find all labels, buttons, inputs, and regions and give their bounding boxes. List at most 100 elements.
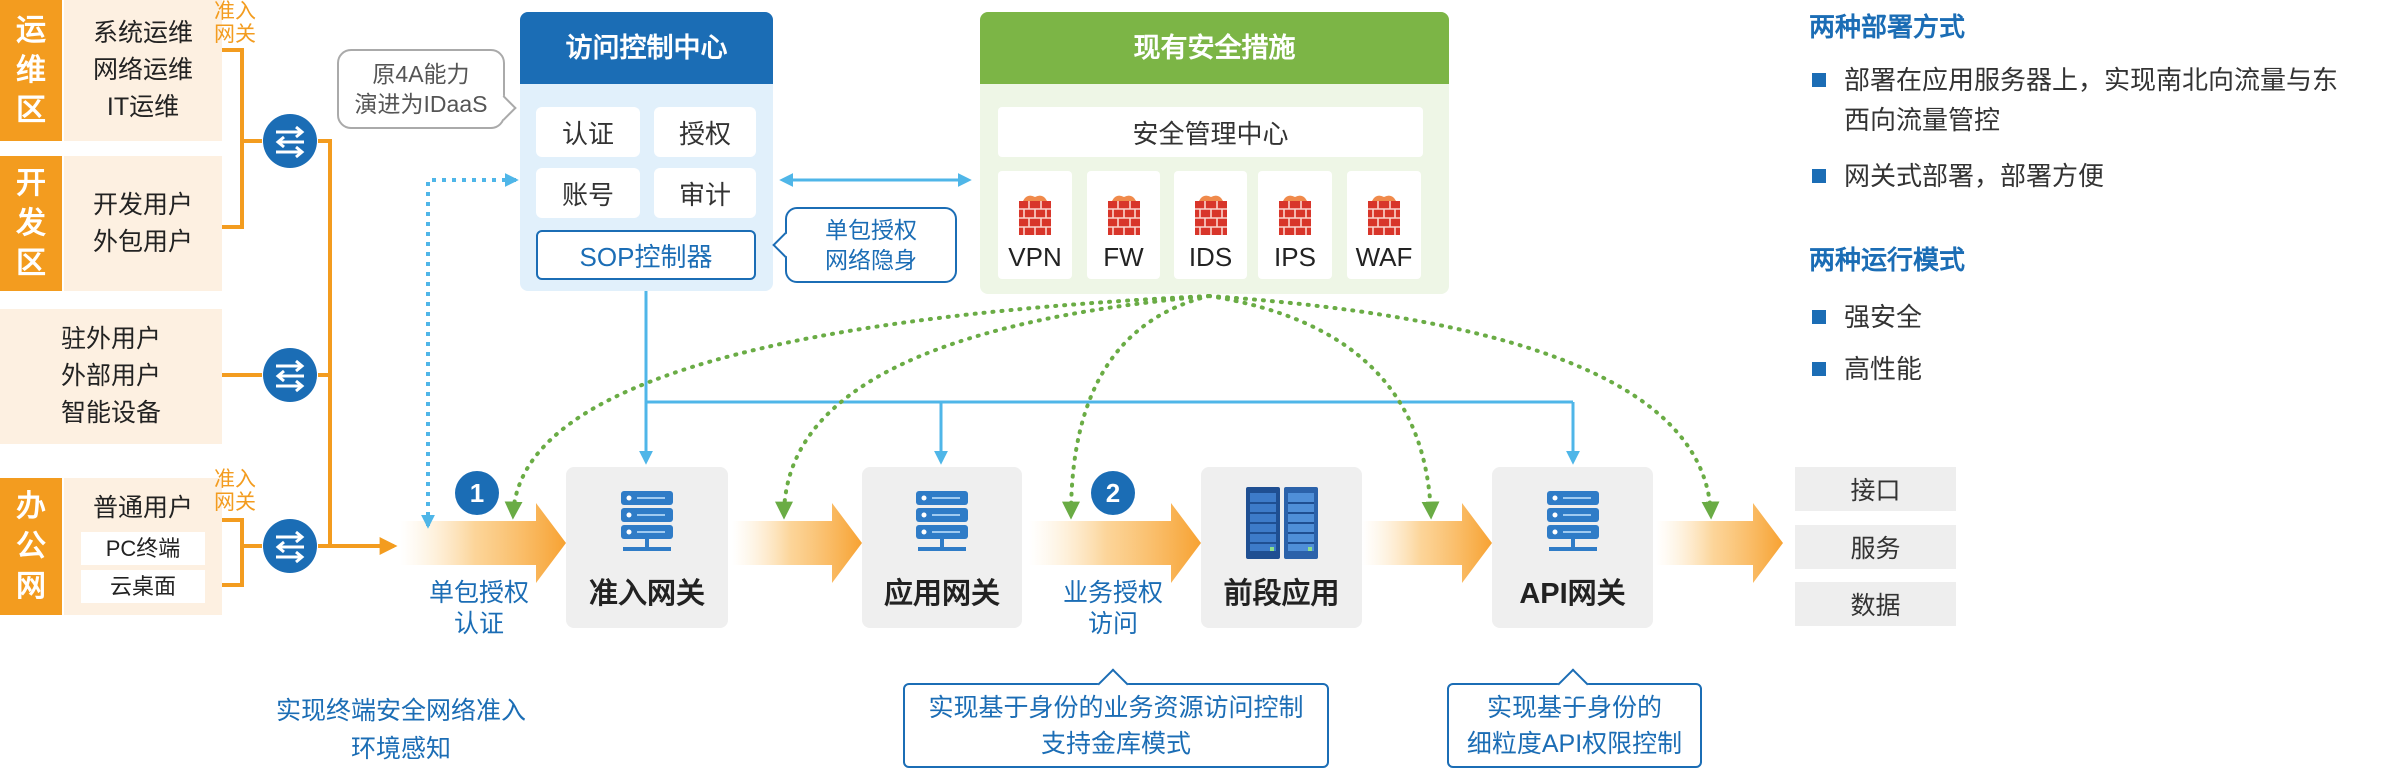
zone-panel-office: 普通用户 PC终端 云桌面 [64, 478, 222, 615]
mode-item: 强安全 [1812, 297, 1922, 337]
output-data: 数据 [1795, 582, 1956, 626]
gateway-label: API网关 [1519, 578, 1626, 610]
deploy-item: 网关式部署，部署方便 [1812, 156, 2104, 196]
deploy-title: 两种部署方式 [1809, 12, 1966, 42]
zone-item: 驻外用户 [60, 325, 161, 353]
device-label: IDS [1188, 242, 1233, 272]
audit-button: 审计 [654, 168, 756, 218]
zone-item: 外部用户 [60, 362, 161, 390]
firewall-icon [1194, 195, 1227, 235]
step-label-line: 认证 [453, 610, 504, 638]
idaas-note-bubble: 原4A能力 演进为IDaaS [337, 49, 505, 129]
idaas-note-line: 原4A能力 [372, 61, 470, 87]
output-interface: 接口 [1795, 467, 1956, 511]
auth-button: 认证 [536, 107, 640, 157]
deploy-item-text: 部署在应用服务器上，实现南北向流量与东西向流量管控 [1844, 65, 2339, 135]
switch-icon [263, 519, 317, 573]
output-service: 服务 [1795, 525, 1956, 569]
server-icon [621, 491, 673, 551]
security-link-5 [1207, 294, 1720, 520]
gateway-label: 准入网关 [588, 578, 705, 610]
security-title: 现有安全措施 [980, 12, 1449, 84]
bracket-ops-dev [222, 48, 262, 229]
zone-panel-ops: 系统运维 网络运维 IT运维 [64, 0, 222, 141]
device-label: VPN [1008, 242, 1062, 272]
account-button: 账号 [536, 168, 640, 218]
mode-item-text: 高性能 [1844, 354, 1923, 384]
flow-arrow-2 [732, 503, 862, 583]
security-link-4 [1207, 294, 1440, 520]
modes-title: 两种运行模式 [1809, 245, 1966, 275]
deploy-item: 部署在应用服务器上，实现南北向流量与东西向流量管控 [1812, 60, 2344, 140]
flow-arrow-5 [1656, 503, 1783, 583]
device-waf: WAF [1347, 171, 1421, 279]
firewall-icon [1279, 195, 1311, 235]
device-fw: FW [1087, 171, 1160, 279]
gateway-tag-top: 准入网关 [214, 0, 256, 46]
zone-item: 网络运维 [92, 56, 193, 84]
terminal-access-note: 实现终端安全网络准入 环境感知 [266, 692, 536, 768]
step-badge-1: 1 [455, 471, 499, 515]
flow-arrow-1 [400, 503, 566, 583]
zone-item: 系统运维 [92, 19, 193, 47]
sop-note-line: 网络隐身 [825, 247, 917, 273]
flow-arrow-3 [1029, 503, 1201, 583]
switch-icon [263, 348, 317, 402]
gateway-api: API网关 [1492, 467, 1653, 628]
mode-item: 高性能 [1812, 349, 1922, 389]
trunk-line [318, 139, 332, 546]
device-label: WAF [1355, 242, 1413, 272]
callout-line: 细粒度API权限控制 [1466, 729, 1683, 758]
firewall-icon [1107, 195, 1140, 235]
bracket-office [222, 518, 262, 587]
zone-item: IT运维 [106, 93, 180, 121]
device-vpn: VPN [998, 171, 1072, 279]
gateway-tag-bottom: 准入网关 [214, 468, 256, 514]
zone-item: 外包用户 [92, 227, 193, 256]
business-access-callout: 实现基于身份的业务资源访问控制 支持金库模式 [903, 683, 1329, 768]
idaas-note-line: 演进为IDaaS [354, 91, 488, 117]
square-bullet-icon [1812, 169, 1826, 183]
terminal-box-pc: PC终端 [81, 532, 205, 565]
gateway-application: 应用网关 [862, 467, 1022, 628]
square-bullet-icon [1812, 310, 1826, 324]
security-link-3 [1062, 294, 1211, 520]
step-label-line: 业务授权 [1062, 579, 1163, 607]
gateway-label: 应用网关 [883, 578, 1000, 610]
access-control-title: 访问控制中心 [520, 12, 773, 84]
device-ids: IDS [1174, 171, 1247, 279]
step-label-1: 单包授权 认证 [419, 578, 539, 640]
zone-label-office: 办公网 [0, 478, 62, 615]
flow-arrow-4 [1362, 503, 1492, 583]
mode-item-text: 强安全 [1844, 302, 1923, 332]
step-label-line: 单包授权 [428, 579, 529, 607]
server-icon [916, 491, 968, 551]
zone-item: 智能设备 [60, 399, 161, 427]
terminal-box-cloud-desktop: 云桌面 [81, 570, 205, 603]
step-label-2: 业务授权 访问 [1053, 578, 1173, 640]
note-line: 环境感知 [350, 735, 451, 763]
authorization-button: 授权 [654, 107, 756, 157]
callout-line: 支持金库模式 [1040, 729, 1191, 758]
server-rack-icon [1245, 487, 1318, 559]
zone-panel-dev: 开发用户 外包用户 [64, 156, 222, 291]
firewall-icon [1019, 195, 1051, 235]
zone-item: 普通用户 [92, 494, 193, 522]
security-link-1 [504, 294, 1211, 520]
zone-label-dev: 开发区 [0, 156, 62, 291]
step-label-line: 访问 [1087, 610, 1138, 638]
square-bullet-icon [1812, 73, 1826, 87]
security-management-center: 安全管理中心 [998, 107, 1423, 157]
gateway-access: 准入网关 [566, 467, 728, 628]
zone-item: 开发用户 [92, 190, 193, 219]
zone-panel-external: 驻外用户 外部用户 智能设备 [0, 309, 222, 444]
square-bullet-icon [1812, 362, 1826, 376]
security-link-2 [775, 294, 1211, 520]
callout-line: 实现基于身份的业务资源访问控制 [928, 693, 1304, 722]
switch-icon [263, 114, 317, 168]
gateway-label: 前段应用 [1223, 578, 1340, 610]
deploy-item-text: 网关式部署，部署方便 [1844, 161, 2105, 191]
frontend-application: 前段应用 [1201, 467, 1362, 628]
